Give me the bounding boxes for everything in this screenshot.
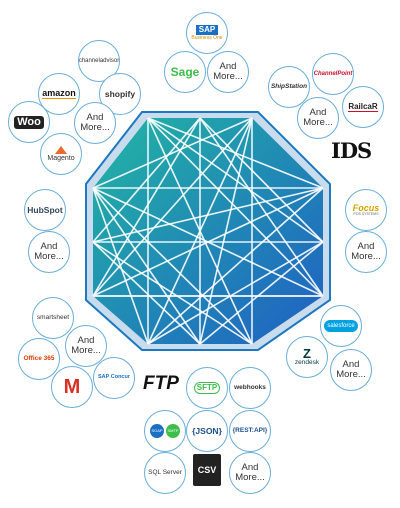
shopify-logo-text: shopify xyxy=(104,88,136,99)
amazon-logo-text: amazon xyxy=(42,88,76,99)
and-more-line2: More... xyxy=(213,71,243,82)
railcar-logo-text: RailcaR xyxy=(348,101,378,112)
and-more-line2: More... xyxy=(71,345,101,356)
and-more-line1: And xyxy=(309,106,327,118)
magento-logo-text: Magento xyxy=(47,155,75,162)
office365-logo-bubble[interactable]: Office 365 xyxy=(18,338,60,380)
mesh-line xyxy=(199,117,324,297)
json-logo-bubble[interactable]: {JSON} xyxy=(186,410,228,452)
mesh-line xyxy=(147,241,324,345)
webhooks-logo-text: webhooks xyxy=(234,383,266,391)
mesh-line xyxy=(92,117,201,297)
sql-server-logo-text: SQL Server xyxy=(148,468,182,476)
office365-logo-text: Office 365 xyxy=(23,354,55,362)
sap-sub-text: Business One xyxy=(191,35,223,41)
focus-pos-logo-bubble[interactable]: Focus POS SYSTEMS xyxy=(345,189,387,231)
sql-server-logo-bubble[interactable]: SQL Server xyxy=(144,452,186,494)
json-logo-text: {JSON} xyxy=(192,425,222,436)
mesh-line xyxy=(147,187,324,345)
webhooks-logo-bubble[interactable]: webhooks xyxy=(229,367,271,409)
channelpoint-logo-bubble[interactable]: ChannelPoint xyxy=(312,53,354,95)
and-more-line2: More... xyxy=(351,251,381,262)
mesh-line xyxy=(92,187,253,345)
salesforce-logo-bubble[interactable]: salesforce xyxy=(320,305,362,347)
and-more-line2: More... xyxy=(80,122,110,133)
mesh-line xyxy=(199,117,253,345)
zendesk-logo-bubble[interactable]: Z zendesk xyxy=(286,336,328,378)
mesh-line xyxy=(199,117,324,243)
salesforce-logo-text: salesforce xyxy=(324,320,358,332)
channelpoint-logo-text: ChannelPoint xyxy=(313,71,353,77)
mesh-line xyxy=(92,187,149,345)
rest-api-logo-bubble[interactable]: {REST:API} xyxy=(229,410,271,452)
magento-icon xyxy=(55,146,67,154)
and-more-line2: More... xyxy=(235,472,265,483)
sap-concur-logo-text: SAP Concur xyxy=(98,374,130,381)
shipstation-logo-text: ShipStation xyxy=(270,82,308,90)
soap-smtp-logo-bubble[interactable]: SOAP SMTP xyxy=(144,410,186,452)
and-more-line1: And xyxy=(77,334,95,346)
ftp-logo: FTP xyxy=(143,373,179,394)
sap-logo-text: SAP xyxy=(195,25,219,35)
woocommerce-logo-bubble[interactable]: Woo xyxy=(8,101,50,143)
mesh-line xyxy=(92,187,324,243)
sap-business-one-logo-bubble[interactable]: SAP Business One xyxy=(186,12,228,54)
and-more-line1: And xyxy=(342,358,360,370)
hubspot-logo-bubble[interactable]: HubSpot xyxy=(24,189,66,231)
shipstation-logo-bubble[interactable]: ShipStation xyxy=(268,66,310,108)
and-more-line1: And xyxy=(219,60,237,72)
csv-logo-text: CSV xyxy=(197,465,217,475)
mesh-line xyxy=(92,241,253,345)
mesh-line xyxy=(92,117,253,189)
zendesk-icon: Z xyxy=(303,346,311,362)
and-more-line2: More... xyxy=(336,369,366,380)
and-more-line2: More... xyxy=(34,251,64,262)
and-more-line1: And xyxy=(86,111,104,123)
sap-concur-logo-bubble[interactable]: SAP Concur xyxy=(93,357,135,399)
channeladvisor-logo-text: channeladvisor xyxy=(78,58,120,64)
csv-file-icon: CSV xyxy=(193,454,221,486)
mesh-line xyxy=(92,187,201,345)
sftp-logo-bubble[interactable]: SFTP xyxy=(186,367,228,409)
mesh-line xyxy=(199,241,324,345)
and-more-line2: More... xyxy=(303,117,333,128)
sage-logo-bubble[interactable]: Sage xyxy=(164,51,206,93)
gmail-logo-bubble[interactable]: M xyxy=(51,366,93,408)
ids-logo: IDS xyxy=(331,138,372,163)
and-more-line1: And xyxy=(241,461,259,473)
and-more-line1: And xyxy=(40,240,58,252)
railcar-logo-bubble[interactable]: RailcaR xyxy=(342,86,384,128)
zendesk-logo-text: zendesk xyxy=(294,359,320,367)
sftp-logo-text: SFTP xyxy=(193,382,221,394)
woo-logo-text: Woo xyxy=(14,115,44,129)
mesh-line xyxy=(92,117,201,243)
focus-sub-text: POS SYSTEMS xyxy=(353,211,379,216)
network-mesh-lines xyxy=(92,117,324,345)
rest-api-logo-text: {REST:API} xyxy=(232,426,268,434)
sage-logo-text: Sage xyxy=(170,65,200,79)
mesh-line xyxy=(147,117,324,243)
and-more-line1: And xyxy=(357,240,375,252)
smartsheet-logo-bubble[interactable]: smartsheet xyxy=(32,297,74,339)
smartsheet-logo-text: smartsheet xyxy=(36,313,70,321)
mesh-line xyxy=(92,241,201,345)
smtp-icon: SMTP xyxy=(166,424,180,438)
gmail-logo-text: M xyxy=(63,376,81,398)
hubspot-logo-text: HubSpot xyxy=(27,204,63,215)
focus-logo-text: Focus xyxy=(352,202,380,213)
soap-icon: SOAP xyxy=(150,424,164,438)
magento-logo-bubble[interactable]: Magento xyxy=(40,133,82,175)
